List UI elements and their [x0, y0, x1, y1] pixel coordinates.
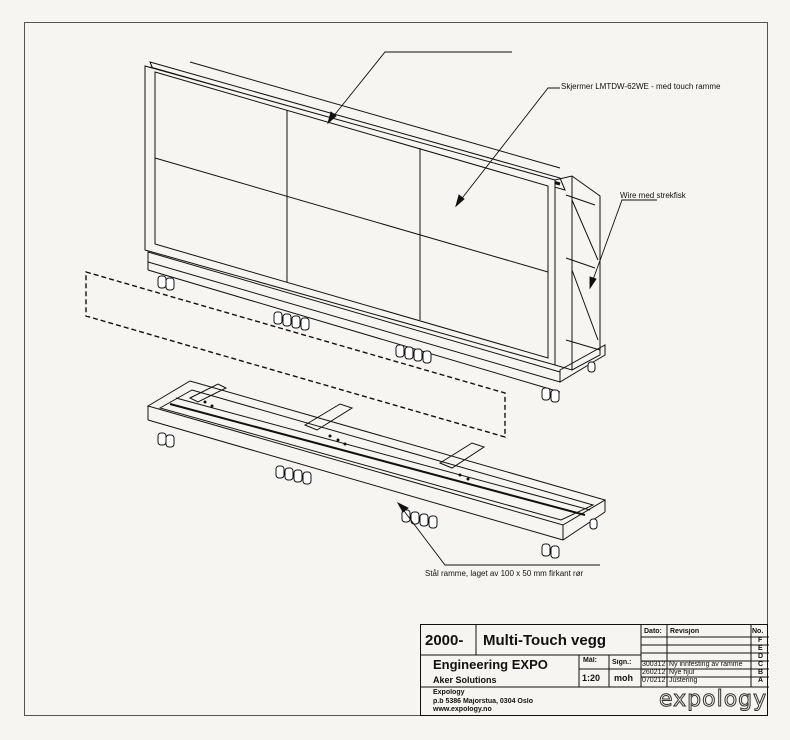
company-name: Engineering EXPO: [433, 657, 548, 672]
rev-text: Nye hjul: [669, 669, 695, 676]
rev-text: Ny innfesting av ramme: [669, 661, 743, 668]
address-line2: www.expology.no: [433, 706, 492, 713]
drawing-title: Multi-Touch vegg: [483, 632, 607, 649]
address-name: Expology: [433, 689, 465, 696]
rev-date: 260212: [642, 669, 666, 676]
expology-logo: expology: [659, 687, 768, 712]
leader-frame: [397, 502, 600, 566]
steel-base-frame: [146, 380, 607, 559]
leader-screen: [455, 87, 560, 207]
sign-label: Sign.:: [612, 659, 632, 666]
panel-divider-horizontal: [154, 157, 549, 273]
client-name: Aker Solutions: [433, 675, 497, 685]
title-block: 2000- Multi-Touch vegg Engineering EXPO …: [420, 624, 769, 716]
rev-no: F: [758, 637, 763, 644]
callout-wire: Wire med strekfisk: [620, 191, 686, 200]
rev-date: 300312: [642, 661, 666, 668]
rev-header-no: No.: [752, 628, 764, 635]
drawing-sheet-border: [24, 22, 768, 716]
title-block-grid: [421, 625, 769, 688]
address-line1: p.b 5386 Majorstua, 0304 Oslo: [433, 698, 533, 705]
leader-top: [327, 51, 512, 124]
rev-no: B: [758, 669, 764, 676]
leader-lines: [327, 51, 657, 566]
wheel-group-upper: [157, 275, 596, 403]
callout-screen: Skjermer LMTDW-62WE - med touch ramme: [561, 82, 721, 91]
screen-wall: [144, 61, 606, 403]
rev-no: C: [758, 661, 764, 668]
scale-label: Mål:: [583, 657, 597, 664]
callout-frame: Stål ramme, laget av 100 x 50 mm firkant…: [425, 569, 584, 578]
rev-text: Justering: [669, 677, 698, 684]
dashed-panel-outline: [85, 271, 506, 438]
rev-header-date: Dato:: [644, 628, 662, 635]
sign-value: moh: [614, 673, 633, 683]
wheel-group-lower: [157, 432, 598, 559]
rev-no: E: [758, 645, 763, 652]
rev-no: D: [758, 653, 764, 660]
scale-value: 1:20: [582, 673, 601, 683]
rev-header-revision: Revisjon: [670, 628, 700, 635]
rev-no: A: [758, 677, 764, 684]
rev-date: 070212: [642, 677, 666, 684]
drawing-number: 2000-: [425, 632, 464, 649]
leader-wire: [589, 199, 657, 289]
